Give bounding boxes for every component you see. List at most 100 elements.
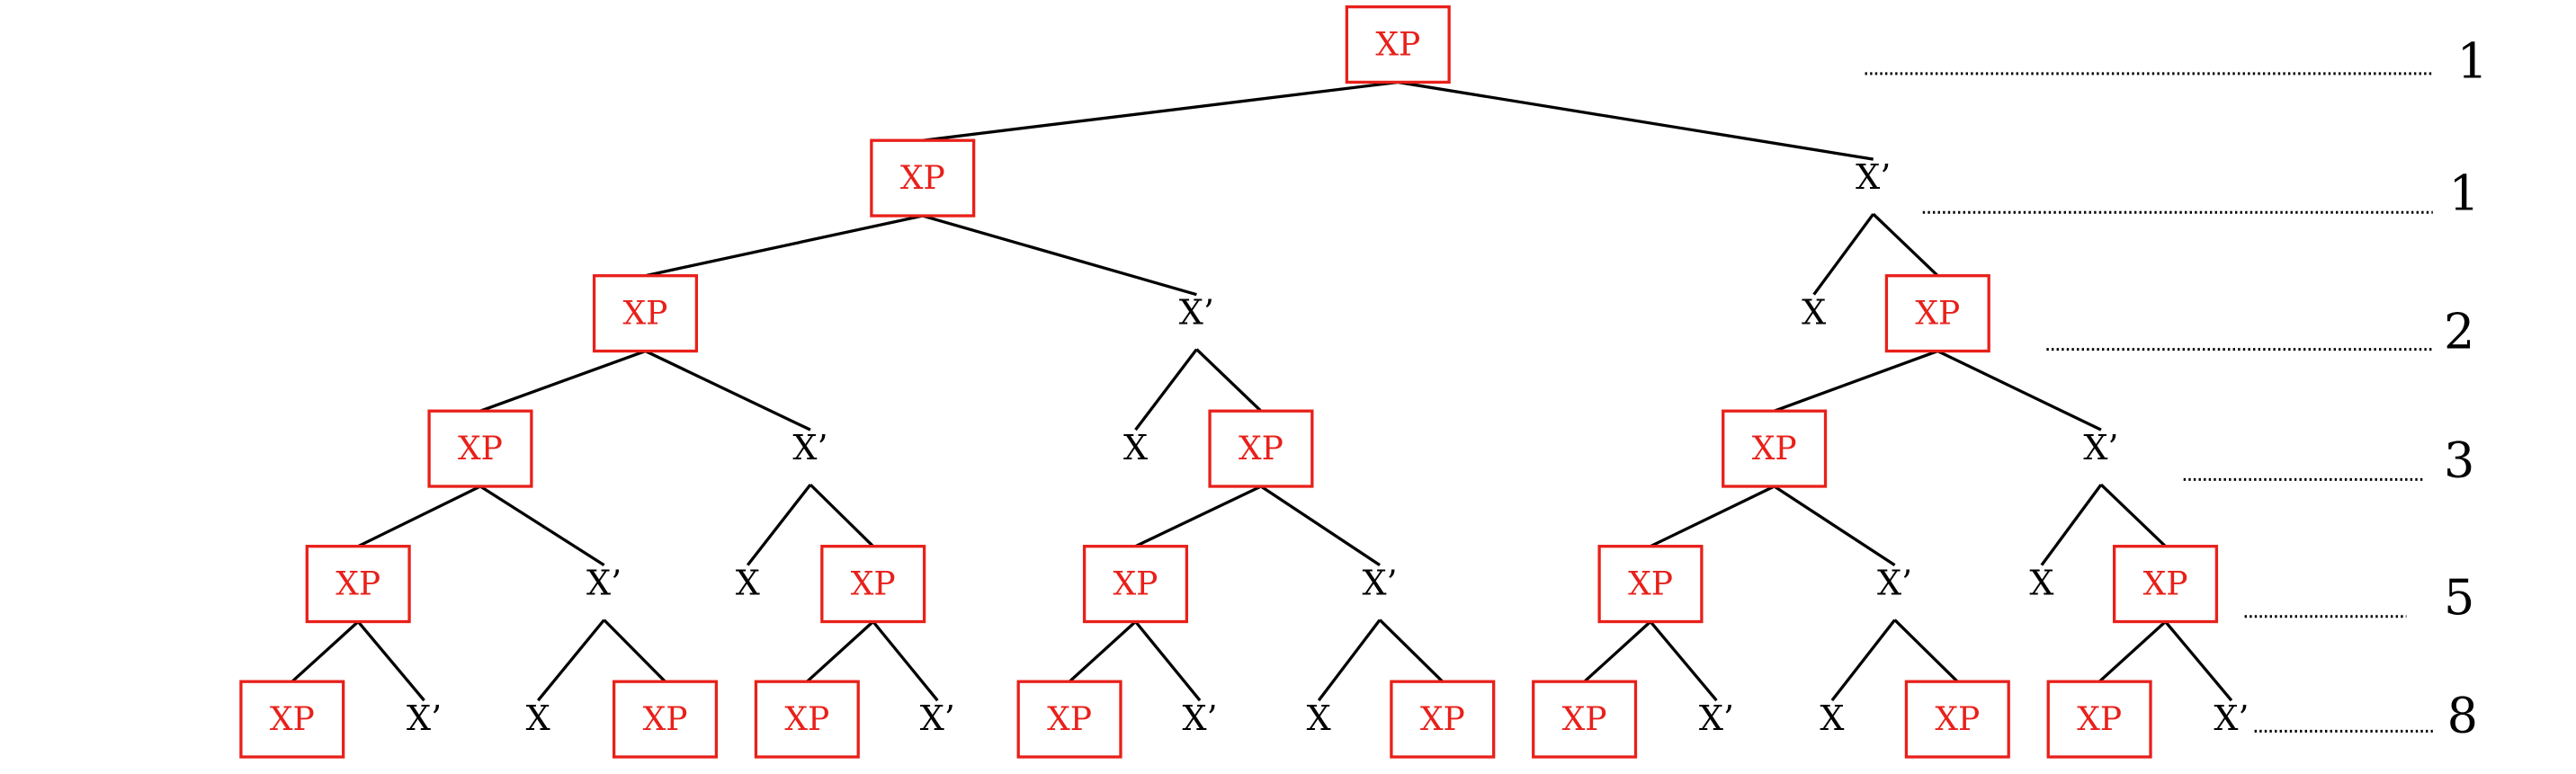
level-count: 1 xyxy=(2457,33,2488,90)
tree-edge xyxy=(645,214,924,278)
tree-edge xyxy=(872,620,939,702)
node-label: XP xyxy=(270,701,315,738)
x-head-node: X xyxy=(1820,698,1844,738)
xp-node-box xyxy=(870,138,976,218)
node-label: X’ xyxy=(407,698,442,738)
xp-node-box xyxy=(1904,680,2010,759)
tree-edge xyxy=(2098,620,2167,683)
xp-node: XP xyxy=(1884,274,1990,353)
xp-node-box xyxy=(2112,545,2219,624)
x-bar-node: X’ xyxy=(2214,698,2249,738)
tree-edge xyxy=(1195,348,1263,413)
tree-edge xyxy=(1397,80,1874,161)
tree-edge xyxy=(746,484,812,566)
xp-node: XP xyxy=(239,680,345,759)
x-head-node: X xyxy=(526,698,550,738)
level-dot-leaders xyxy=(1865,72,2433,733)
node-label: X xyxy=(736,564,760,603)
xp-node-box xyxy=(1208,409,1314,488)
xp-node-box xyxy=(1016,680,1123,759)
x-bar-node: X’ xyxy=(1362,564,1397,603)
tree-edge xyxy=(603,618,666,683)
tree-edge xyxy=(357,485,481,548)
xp-node: XP xyxy=(754,680,860,759)
node-label: XP xyxy=(1114,566,1158,603)
tree-edge xyxy=(479,349,647,413)
xp-node: XP xyxy=(1345,4,1451,85)
tree-edge xyxy=(479,485,605,567)
x-bar-node: X’ xyxy=(2083,428,2118,467)
level-count: 5 xyxy=(2444,569,2474,626)
xp-node: XP xyxy=(1390,680,1496,759)
tree-edge xyxy=(2040,484,2103,566)
node-label: XP xyxy=(1752,431,1797,467)
xp-node-box xyxy=(305,545,411,624)
node-label: XP xyxy=(1420,701,1465,738)
xp-node: XP xyxy=(1016,680,1123,759)
node-label: X xyxy=(1820,698,1844,738)
node-label: X xyxy=(1802,293,1826,333)
xp-node-box xyxy=(427,409,533,488)
node-label: XP xyxy=(458,431,503,467)
tree-edge xyxy=(1134,485,1262,548)
xp-node-box xyxy=(2046,680,2152,759)
xp-node-box xyxy=(1597,545,1704,624)
tree-edge xyxy=(922,214,1197,297)
node-label: X xyxy=(1123,428,1148,467)
node-label: XP xyxy=(1915,296,1960,333)
tree-edge xyxy=(1893,618,1959,683)
tree-edge xyxy=(644,350,811,431)
xp-node: XP xyxy=(1722,409,1828,488)
node-label: X xyxy=(1307,698,1331,738)
xp-node: XP xyxy=(2112,545,2219,624)
x-bar-node: X’ xyxy=(920,698,955,738)
xp-node-box xyxy=(592,274,699,353)
tree-edge xyxy=(806,620,874,683)
xp-node: XP xyxy=(1597,545,1704,624)
xp-node-box xyxy=(1722,409,1828,488)
xp-node-box xyxy=(1390,680,1496,759)
node-label: X’ xyxy=(792,428,827,467)
node-label: XP xyxy=(2143,566,2188,603)
x-bar-node: X’ xyxy=(1699,698,1734,738)
tree-edge xyxy=(1378,618,1444,683)
tree-edges xyxy=(291,80,2233,702)
node-label: XP xyxy=(1375,27,1420,64)
tree-edge xyxy=(1774,349,1938,413)
tree-edge xyxy=(356,620,425,702)
tree-nodes: XP XP XP XP XP XP X’ X’ X XP X’ X XP XP X’ X’ X XP XP XP X’ X… xyxy=(239,4,2249,759)
xp-node-box xyxy=(754,680,860,759)
node-label: X’ xyxy=(920,698,955,738)
xp-node: XP xyxy=(1904,680,2010,759)
node-label: XP xyxy=(1562,701,1607,738)
node-label: XP xyxy=(1628,566,1673,603)
x-bar-node: X’ xyxy=(1856,157,1891,197)
xp-node: XP xyxy=(870,138,976,218)
tree-edge xyxy=(1583,620,1652,683)
node-label: X’ xyxy=(2083,428,2118,467)
level-count: 2 xyxy=(2444,304,2474,360)
x-bar-node: X’ xyxy=(1182,698,1217,738)
xp-node-box xyxy=(1532,680,1638,759)
xp-node: XP xyxy=(1082,545,1189,624)
node-label: X’ xyxy=(1856,157,1891,197)
x-bar-node: X’ xyxy=(407,698,442,738)
node-label: X’ xyxy=(1179,293,1214,333)
node-label: X xyxy=(526,698,550,738)
node-label: X xyxy=(2029,564,2053,603)
node-label: XP xyxy=(335,566,380,603)
xp-node-box xyxy=(1345,4,1451,85)
node-label: XP xyxy=(2077,701,2122,738)
xp-node: XP xyxy=(2046,680,2152,759)
tree-edge xyxy=(922,80,1399,142)
tree-edge xyxy=(1936,350,2102,431)
node-label: XP xyxy=(1935,701,1980,738)
node-label: X’ xyxy=(1182,698,1217,738)
xp-node: XP xyxy=(305,545,411,624)
xp-node: XP xyxy=(820,545,926,624)
x-head-node: X xyxy=(1123,428,1148,467)
tree-edge xyxy=(2099,483,2167,547)
tree-edge xyxy=(1134,348,1198,431)
xp-node: XP xyxy=(612,680,719,759)
level-count: 1 xyxy=(2448,165,2479,221)
